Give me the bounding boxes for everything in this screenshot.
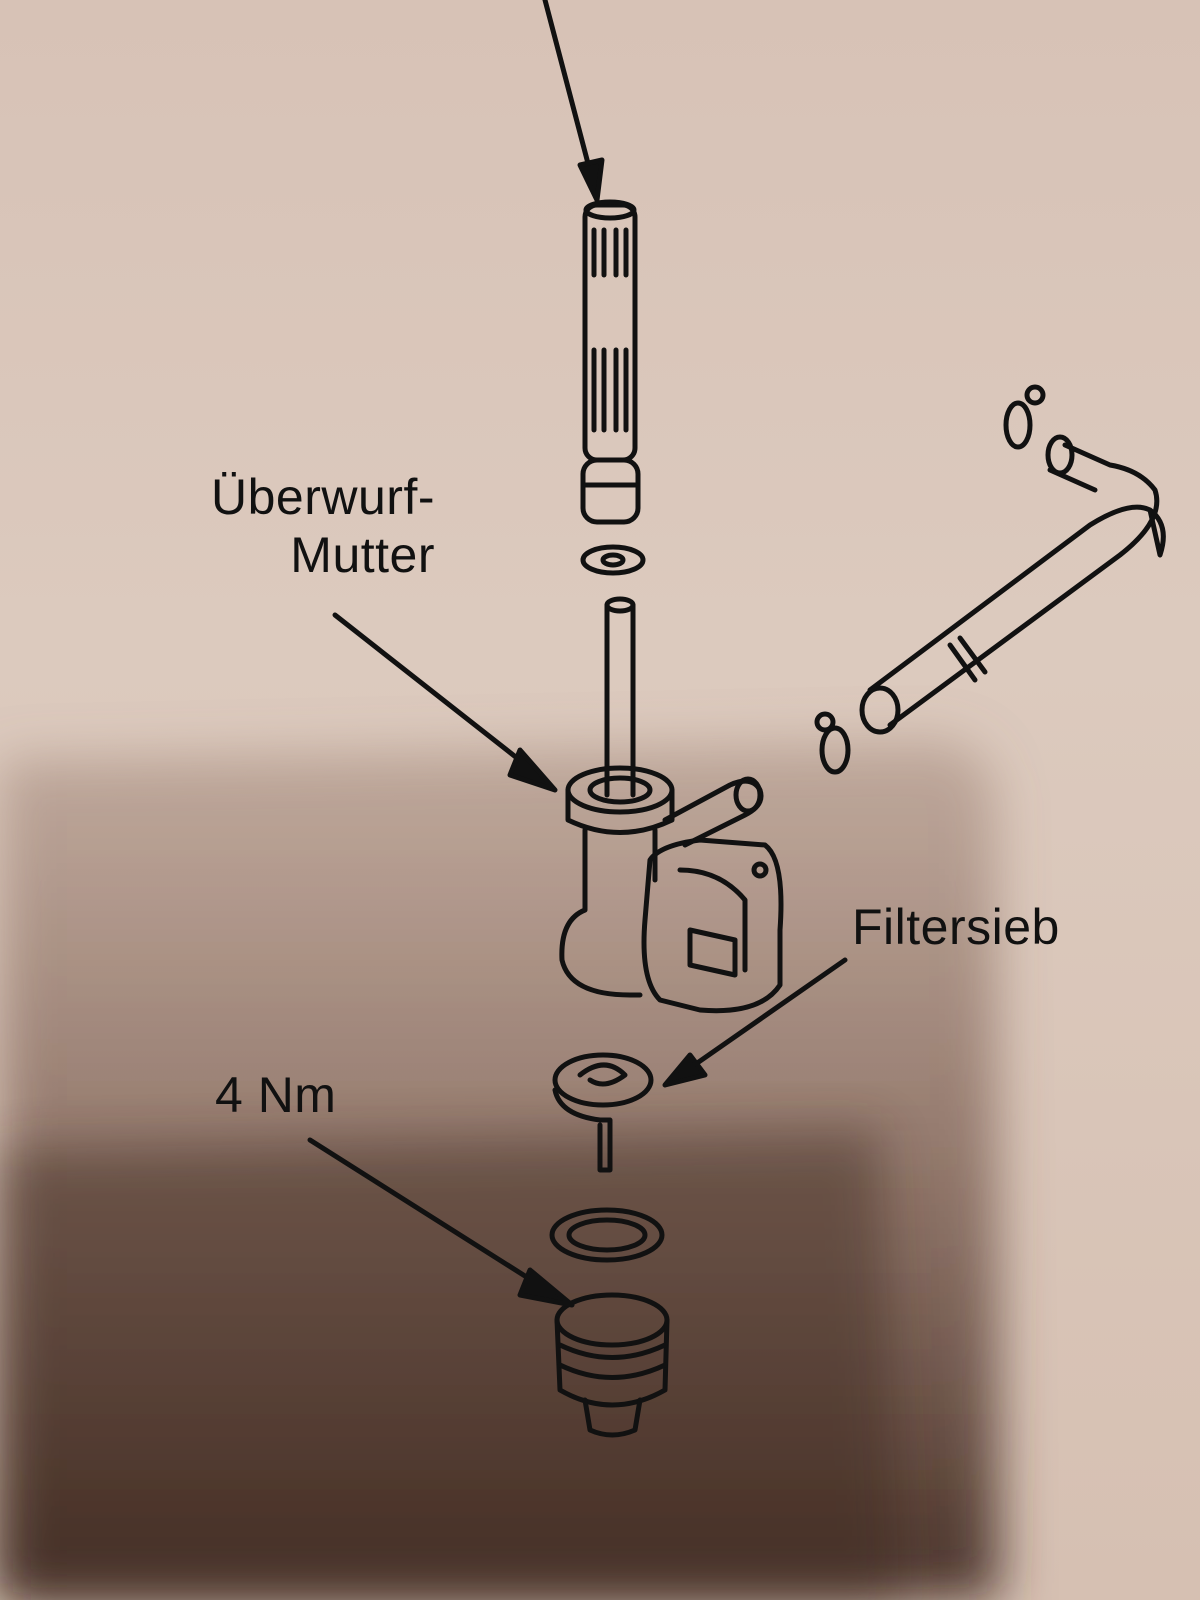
filter-pipe	[580, 199, 641, 525]
label-union-nut-line2: Mutter	[290, 527, 435, 583]
label-filter: Filtersieb	[852, 899, 1060, 955]
hose-clip-top	[1003, 384, 1046, 450]
label-torque: 4 Nm	[215, 1067, 337, 1123]
label-union-nut-line1: Überwurf-	[211, 469, 435, 525]
fuel-tap-body	[559, 765, 784, 1014]
arrow-top	[542, 0, 605, 203]
filter-screen	[552, 1052, 654, 1173]
arrow-union-nut	[332, 612, 558, 793]
arrow-torque	[307, 1137, 575, 1308]
standpipe	[604, 596, 636, 798]
drain-plug	[554, 1292, 670, 1438]
washer-top	[580, 544, 646, 576]
bent-pipe	[859, 434, 1166, 735]
label-union-nut: Überwurf- Mutter	[145, 468, 435, 584]
gasket	[549, 1207, 665, 1263]
hose-clip-bottom	[814, 711, 851, 775]
arrow-filter	[662, 957, 848, 1088]
